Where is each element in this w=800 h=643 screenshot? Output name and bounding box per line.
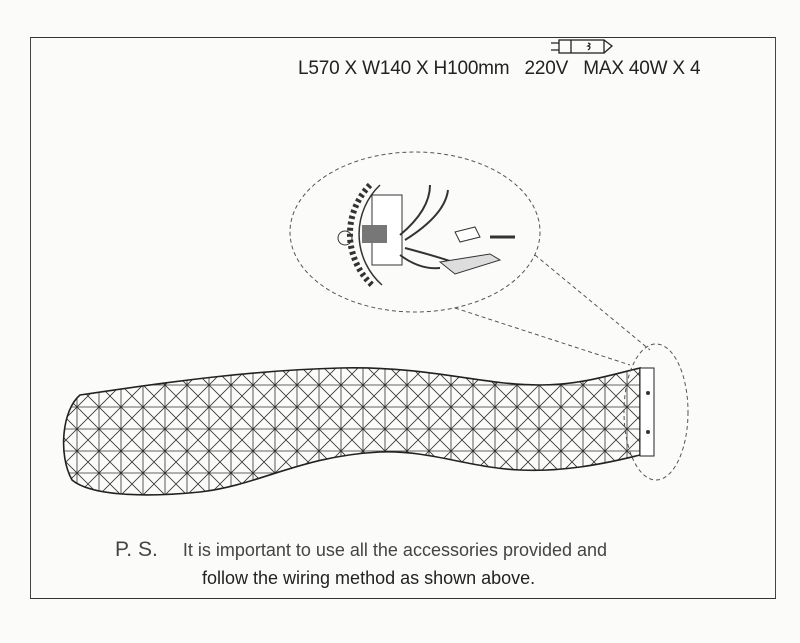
callout-line <box>534 254 651 351</box>
g9-bulb-icon <box>551 39 614 54</box>
frame-right-border <box>775 37 776 598</box>
wall-mount-plate <box>639 367 655 457</box>
callout-line <box>454 307 631 366</box>
detail-callout-ellipse <box>623 343 689 481</box>
wattage-text: MAX 40W X 4 <box>583 58 701 79</box>
frame-bottom-border <box>30 598 776 599</box>
ps-note: P. S. It is important to use all the acc… <box>115 538 607 562</box>
specifications: L570 X W140 X H100mm 220V MAX 40W X 4 <box>298 58 710 80</box>
voltage-text: 220V <box>524 58 569 79</box>
dimensions-text: L570 X W140 X H100mm <box>298 58 510 79</box>
wiring-detail-inset <box>289 151 541 313</box>
frame-left-border <box>30 37 31 598</box>
ps-line-2: follow the wiring method as shown above. <box>202 568 536 588</box>
ps-label: P. S. <box>115 538 158 561</box>
ps-line-1: It is important to use all the accessori… <box>182 540 608 560</box>
wall-lamp-body <box>62 366 641 496</box>
frame-top-border <box>30 37 776 38</box>
